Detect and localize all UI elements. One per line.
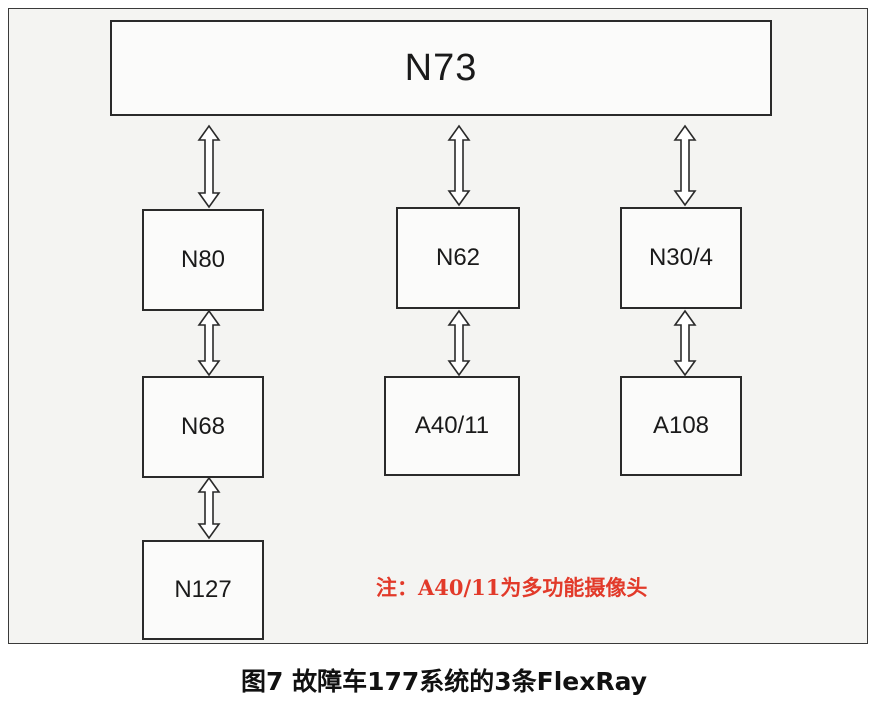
node-a40-11: A40/11 (384, 376, 520, 476)
node-a108: A108 (620, 376, 742, 476)
node-a40-11-label: A40/11 (414, 412, 490, 439)
node-n30-4-label: N30/4 (648, 244, 714, 271)
node-n127-label: N127 (174, 576, 232, 603)
node-n68: N68 (142, 376, 264, 478)
node-n62: N62 (396, 207, 520, 309)
diagram-note: 注：A40/11为多功能摄像头 (376, 575, 648, 600)
node-n30-4: N30/4 (620, 207, 742, 309)
node-n73: N73 (110, 20, 772, 116)
node-n62-label: N62 (435, 244, 481, 271)
node-a108-label: A108 (652, 412, 710, 439)
node-n80: N80 (142, 209, 264, 311)
figure-caption: 图7 故障车177系统的3条FlexRay (240, 667, 648, 696)
node-n80-label: N80 (180, 246, 226, 273)
node-n73-label: N73 (404, 46, 478, 89)
node-n68-label: N68 (180, 413, 226, 440)
node-n127: N127 (142, 540, 264, 640)
